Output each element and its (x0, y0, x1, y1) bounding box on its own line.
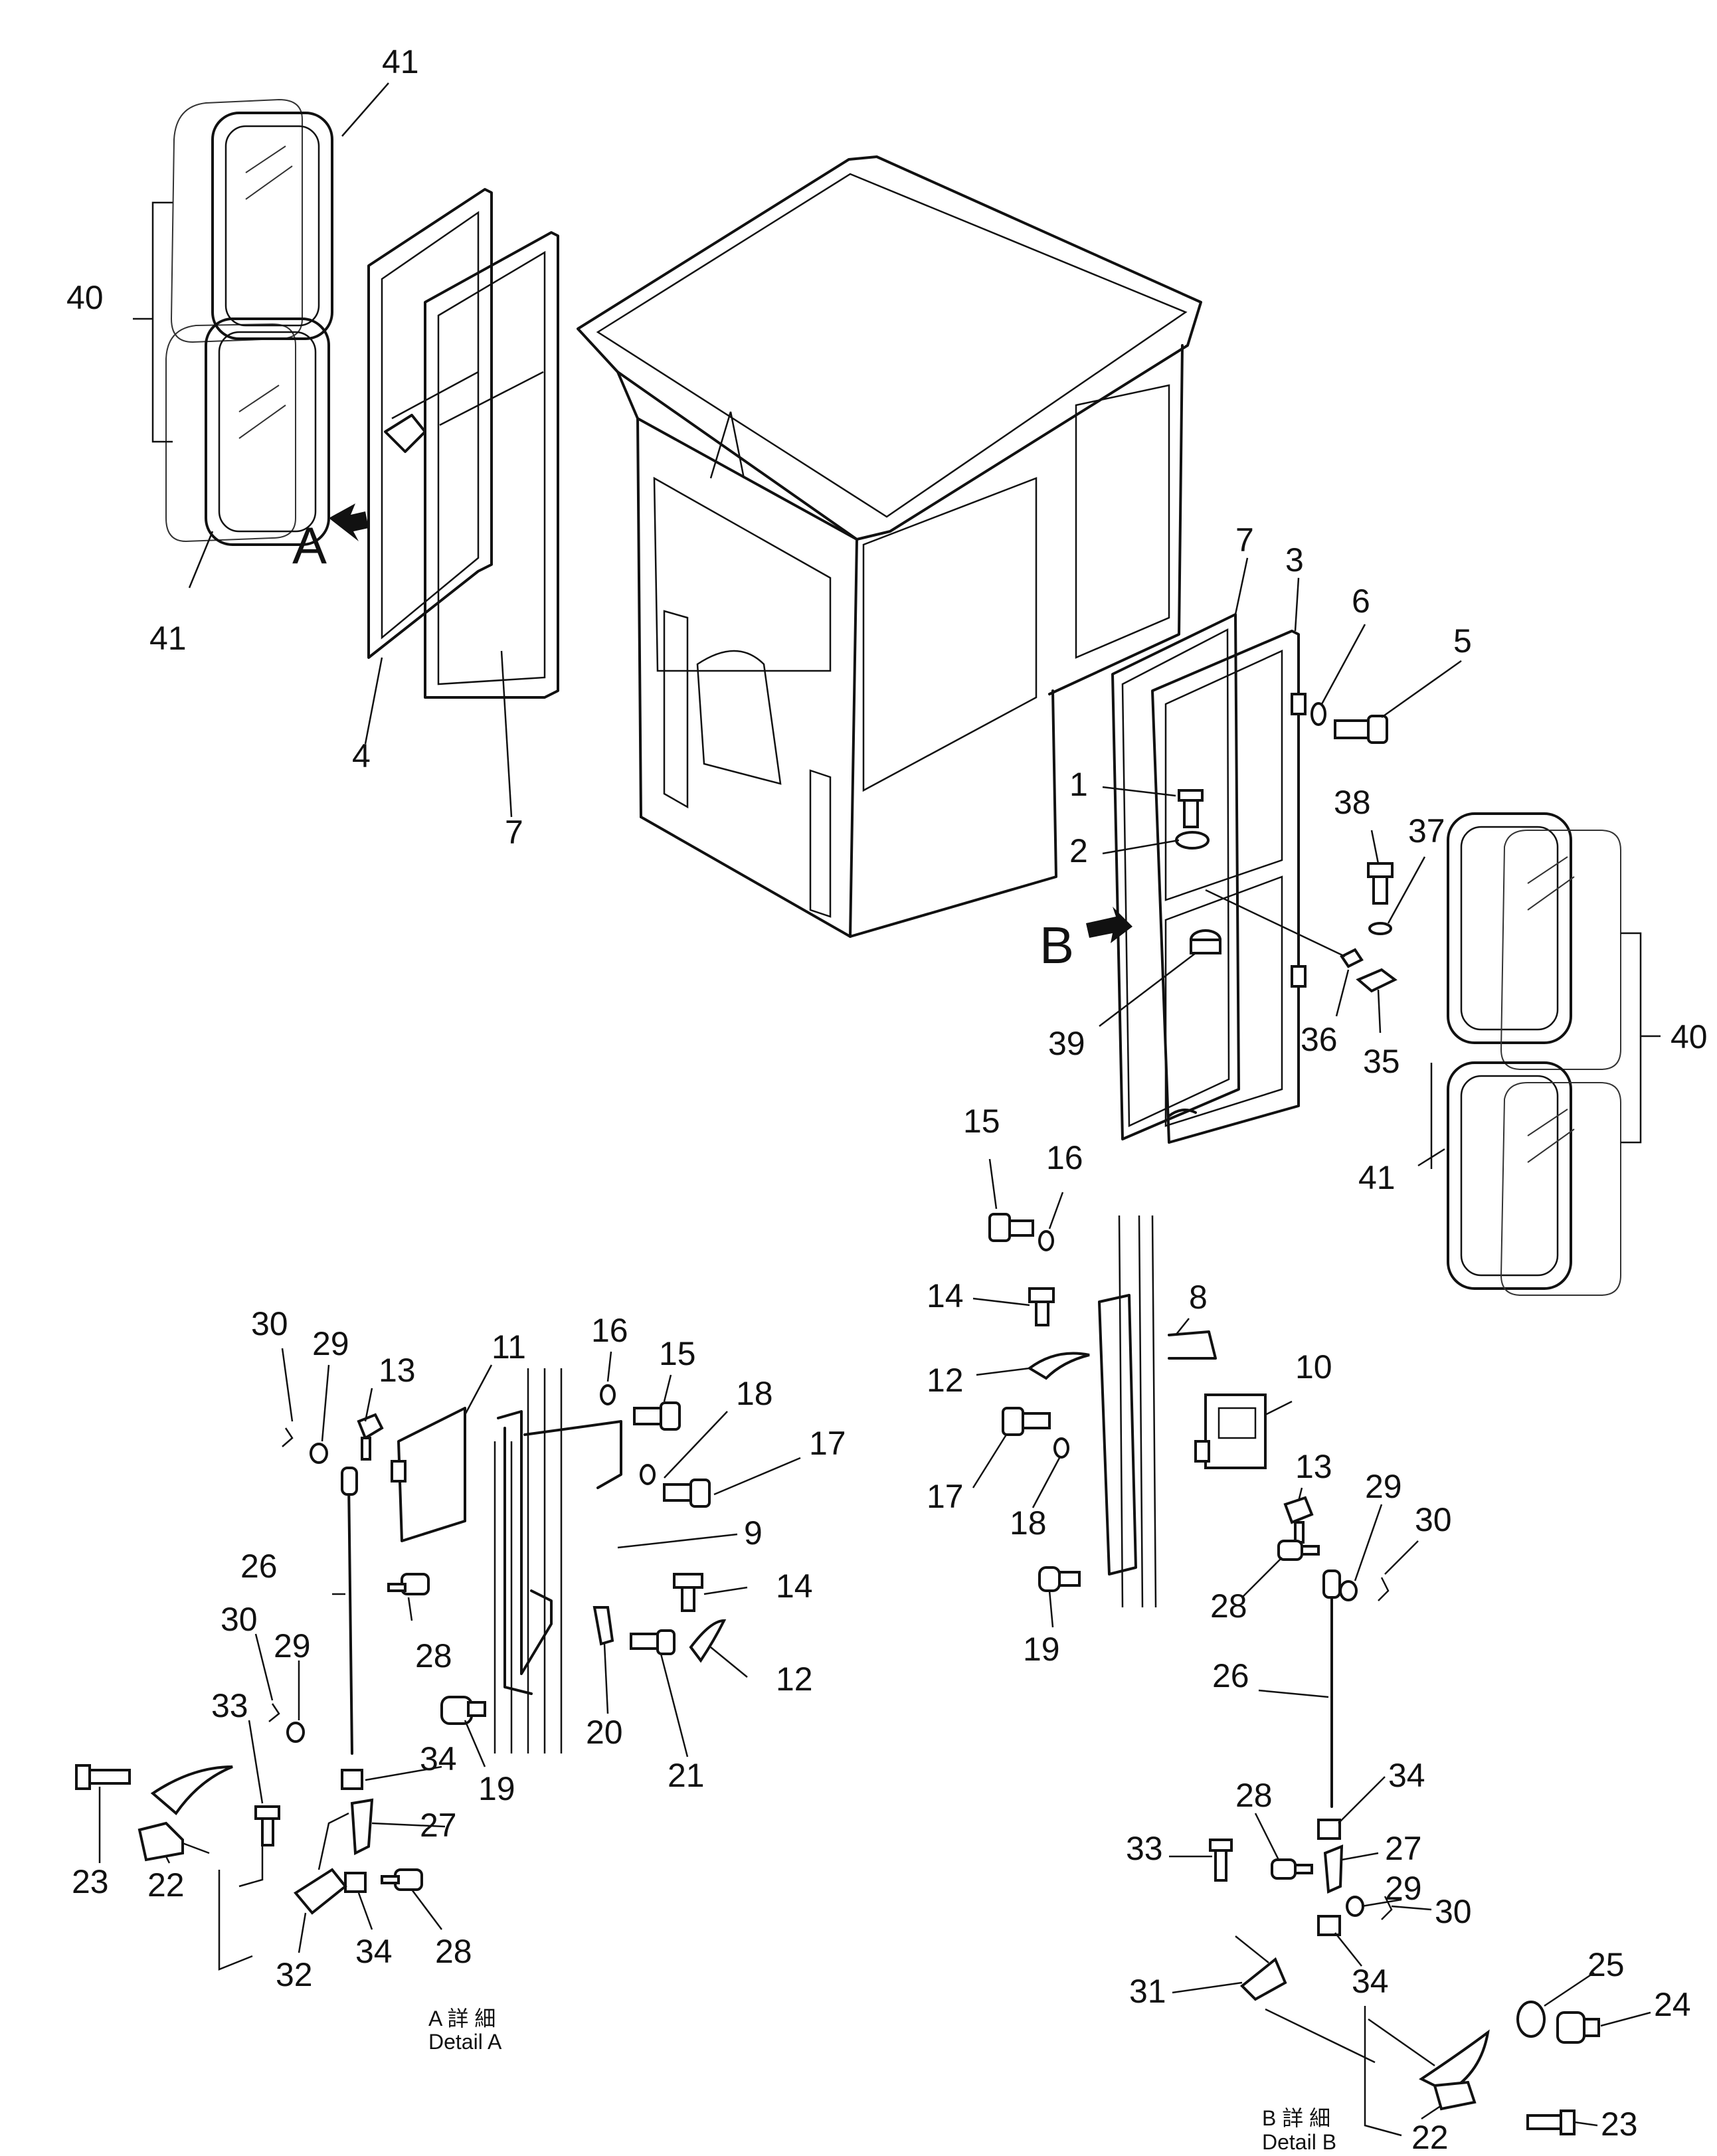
callout: 30 (251, 1305, 288, 1342)
callout: 38 (1334, 784, 1371, 821)
callout: 34 (1388, 1757, 1425, 1794)
callout: 28 (1235, 1777, 1273, 1814)
callout: 18 (1010, 1504, 1047, 1542)
callout: 12 (776, 1661, 813, 1698)
callout: 30 (221, 1601, 258, 1638)
callout: 32 (276, 1956, 313, 1993)
view-label-b: B (1039, 916, 1074, 974)
callout: 26 (1212, 1657, 1249, 1694)
callout: 29 (274, 1627, 311, 1664)
callout: 15 (659, 1335, 696, 1372)
callout: 41 (382, 43, 419, 80)
callout: 26 (240, 1548, 278, 1585)
callouts-right-door: 7 3 6 5 1 2 38 37 39 36 35 40 41 (1048, 521, 1708, 1196)
callout: 14 (927, 1277, 964, 1314)
callout: 35 (1363, 1043, 1400, 1080)
callout: 2 (1069, 832, 1088, 869)
callout: 19 (1023, 1631, 1060, 1668)
caption-detail-a-jp: A 詳 細 (428, 2007, 496, 2030)
callout: 34 (355, 1933, 393, 1970)
callout: 11 (492, 1328, 526, 1366)
leader-lines (98, 82, 1661, 2127)
callout: 31 (1129, 1973, 1166, 2010)
callout: 41 (149, 620, 187, 657)
callout: 28 (415, 1637, 452, 1674)
callout: 23 (72, 1863, 109, 1900)
callout: 24 (1654, 1986, 1691, 2023)
callout: 3 (1285, 541, 1304, 579)
callouts-top-left: 41 40 41 4 7 (66, 43, 523, 851)
callout: 16 (591, 1312, 628, 1349)
view-arrow-a: A (292, 503, 369, 575)
callouts-detail-a: 30 29 13 11 16 15 18 17 9 26 28 14 12 30… (72, 1305, 846, 1993)
callout: 23 (1601, 2106, 1638, 2143)
callout: 28 (1210, 1587, 1247, 1625)
view-label-a: A (292, 516, 327, 575)
callout: 12 (927, 1362, 964, 1399)
callout: 30 (1435, 1893, 1472, 1930)
callout: 7 (505, 814, 523, 851)
callout: 29 (312, 1325, 349, 1362)
callout: 28 (435, 1933, 472, 1970)
detail-captions: A 詳 細 Detail A B 詳 細 Detail B (428, 2007, 1336, 2154)
callout: 10 (1295, 1348, 1332, 1386)
callout: 13 (1295, 1448, 1332, 1485)
callout: 34 (1352, 1963, 1389, 2000)
callout: 5 (1453, 622, 1472, 660)
callout: 29 (1385, 1870, 1422, 1907)
left-door-assembly (165, 98, 559, 699)
callout: 41 (1358, 1159, 1396, 1196)
callout: 4 (352, 737, 371, 774)
callout: 16 (1046, 1139, 1083, 1176)
callout: 27 (420, 1807, 457, 1844)
callout: 7 (1235, 521, 1254, 559)
caption-detail-b: Detail B (1262, 2130, 1336, 2154)
detail-a-assembly (75, 1368, 727, 1971)
callouts-detail-b: 15 16 14 8 12 10 17 18 13 29 30 28 19 26… (927, 1103, 1691, 2156)
callout: 22 (1411, 2119, 1449, 2156)
callout: 37 (1408, 812, 1445, 850)
callout: 9 (744, 1514, 763, 1552)
callout: 8 (1189, 1279, 1208, 1316)
detail-b-assembly (988, 1213, 1600, 2137)
callout: 33 (1126, 1830, 1163, 1867)
callout: 29 (1365, 1468, 1402, 1505)
caption-detail-b-jp: B 詳 細 (1262, 2106, 1330, 2130)
callout: 15 (963, 1103, 1000, 1140)
callout: 13 (379, 1352, 416, 1389)
callout: 25 (1587, 1946, 1625, 1983)
callout: 1 (1069, 766, 1088, 803)
callout: 17 (927, 1478, 964, 1515)
callout: 33 (211, 1687, 248, 1724)
callout: 30 (1415, 1501, 1452, 1538)
callout: 40 (1671, 1018, 1708, 1055)
right-door-assembly (1111, 613, 1621, 1296)
callout: 34 (420, 1740, 457, 1777)
caption-detail-a: Detail A (428, 2030, 502, 2054)
callout: 6 (1352, 583, 1370, 620)
callout: 14 (776, 1568, 813, 1605)
callout: 39 (1048, 1025, 1085, 1062)
view-arrow-b: B (1039, 907, 1132, 974)
callout: 40 (66, 279, 104, 316)
callout: 20 (586, 1714, 623, 1751)
cab-body (577, 155, 1202, 938)
callout: 17 (809, 1425, 846, 1462)
callout: 18 (736, 1375, 773, 1412)
callout: 36 (1301, 1021, 1338, 1058)
callout: 22 (147, 1866, 185, 1904)
callout: 19 (478, 1770, 515, 1807)
callout: 27 (1385, 1830, 1422, 1867)
callout: 21 (668, 1757, 705, 1794)
